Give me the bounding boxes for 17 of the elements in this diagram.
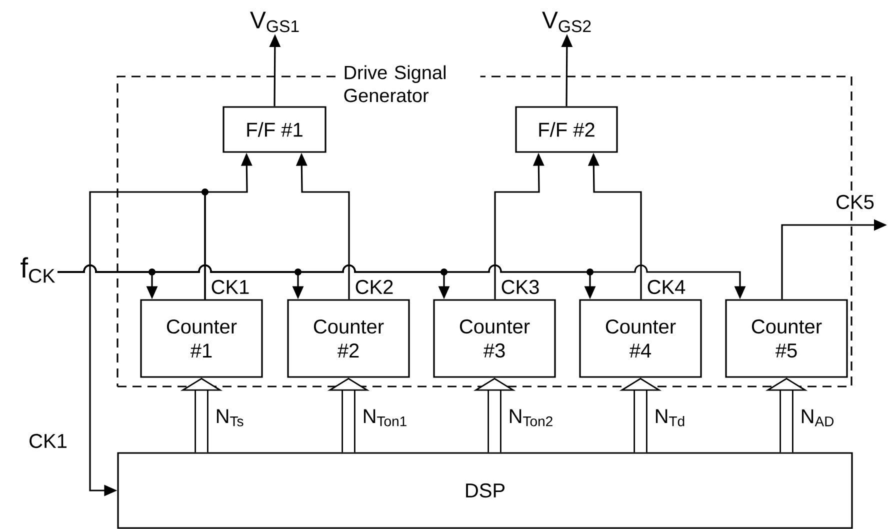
input-label: f$_{CK}$ (20, 257, 56, 283)
edge-label: CK1 (28, 432, 68, 450)
edge-label: CK4 (646, 278, 687, 296)
edge-label: CK5 (834, 194, 876, 210)
edge-label: N$_{Td}$ (653, 408, 687, 428)
edge-label: CK2 (354, 278, 395, 296)
edge-label: N$_{Ton2}$ (507, 408, 555, 428)
edge-label: N$_{Ton1}$ (361, 408, 409, 428)
block-box: DSP (117, 452, 853, 529)
block-box: F/F #1 (222, 106, 326, 153)
block-box: F/F #2 (515, 106, 618, 153)
output-label: V$_{GS1}$ (250, 12, 299, 32)
edge-label: CK3 (500, 278, 541, 296)
edge-label: CK1 (210, 278, 251, 296)
edge-label: N$_{AD}$ (799, 408, 836, 428)
edge-label: N$_{Ts}$ (214, 408, 246, 428)
output-label: V$_{GS2}$ (542, 12, 591, 32)
